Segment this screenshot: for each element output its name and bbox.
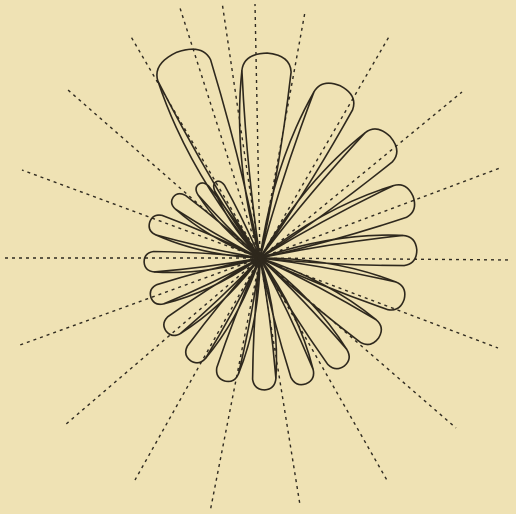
shell-apex [258,256,262,260]
